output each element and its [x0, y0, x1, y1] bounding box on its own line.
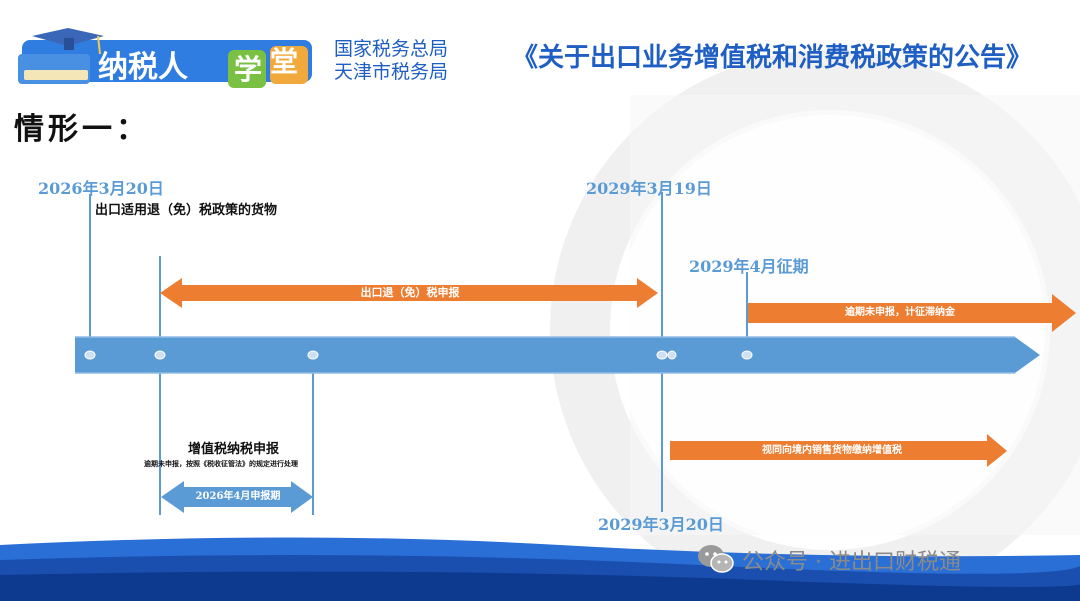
late-fee-text: 逾期未申报，计征滞纳金 [845, 307, 955, 318]
date-deemed-label: 2029年3月20日 [598, 515, 724, 534]
watermark-text: 公众号 · 进出口财税通 [742, 550, 961, 575]
vat-declaration-title: 增值税纳税申报 [188, 442, 280, 457]
date-april-period-label: 2029年4月征期 [689, 257, 809, 276]
late-fee-arrow [748, 294, 1076, 332]
vat-declaration-note: 逾期未申报，按照《税收征管法》的规定进行处理 [144, 459, 298, 468]
case-title: 情形一： [14, 112, 150, 147]
main-timeline-arrow [75, 337, 1040, 373]
april-period-arrow [161, 481, 313, 513]
refund-declaration-arrow [160, 278, 658, 308]
node-deadline [656, 350, 668, 360]
start-description: 出口适用退（免）税政策的货物 [95, 203, 278, 218]
bureau-line-1: 国家税务总局 [334, 38, 449, 60]
date-start-label: 2026年3月20日 [38, 179, 164, 198]
node-declare-start [154, 350, 166, 360]
node-start [84, 350, 96, 360]
node-april-end [307, 350, 319, 360]
deemed-sale-text: 视同向境内销售货物缴纳增值税 [762, 445, 902, 456]
deemed-sale-arrow [670, 434, 1007, 467]
logo-text-xue: 学 [234, 53, 263, 86]
date-deadline-label: 2029年3月19日 [586, 179, 712, 198]
graduation-cap-icon [32, 28, 104, 46]
refund-declaration-text: 出口退（免）税申报 [360, 286, 460, 299]
node-april-period [741, 350, 753, 360]
logo-text-main: 纳税人 [98, 50, 188, 85]
wechat-icon [698, 545, 734, 573]
page-title: 《关于出口业务增值税和消费税政策的公告》 [512, 43, 1033, 73]
logo [18, 28, 312, 88]
bureau-line-2: 天津市税务局 [334, 61, 449, 83]
april-period-text: 2026年4月申报期 [195, 491, 281, 502]
node-deemed [667, 350, 677, 360]
logo-text-tang: 堂 [270, 45, 299, 78]
